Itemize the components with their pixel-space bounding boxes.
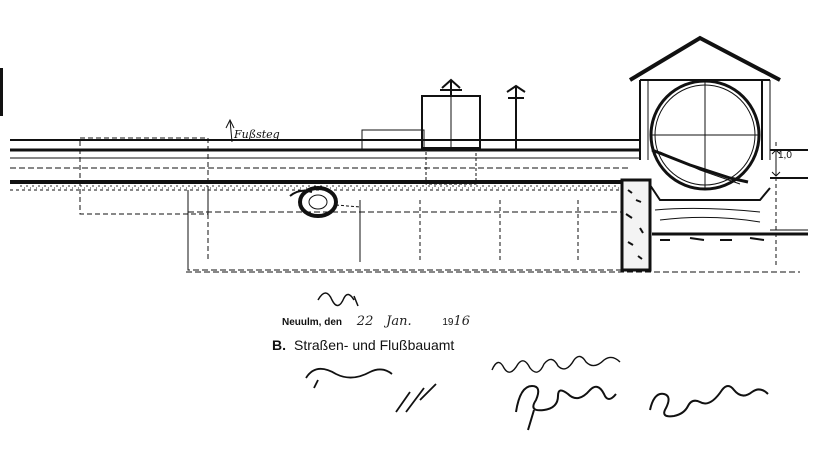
- tailwater-lines: [770, 142, 808, 268]
- ground-profile: [10, 139, 640, 191]
- left-foundation: [79, 137, 209, 268]
- signature-scribble-top: [317, 292, 359, 307]
- soil-hatching: [20, 185, 620, 189]
- signature-date-handwritten: [491, 355, 621, 373]
- stamp-day: 22: [356, 314, 374, 329]
- culvert-pipe: [289, 186, 361, 218]
- water-wheel: [649, 79, 761, 191]
- margin-mark: [0, 68, 3, 116]
- office-stamp: B. Straßen- und Flußbauamt: [272, 337, 454, 353]
- sluice-gate-house: [361, 78, 481, 185]
- stamp-year-prefix: 19: [442, 317, 454, 328]
- stamp-city: Neuulm, den: [282, 317, 343, 328]
- signature-main: [515, 384, 769, 431]
- lower-basin: [186, 200, 800, 273]
- weir-flow: [649, 148, 771, 223]
- stamp-year-suffix: 16: [453, 314, 471, 329]
- signature-scribble-left: [305, 368, 437, 413]
- annotation-arrow: [225, 118, 235, 143]
- stone-pillar: [620, 178, 808, 272]
- dimension-label: 1,0: [778, 150, 792, 161]
- office-letter: B.: [272, 337, 286, 353]
- crane-post: [506, 84, 526, 150]
- annotation-left-label: Fußsteg: [234, 128, 280, 141]
- office-name: Straßen- und Flußbauamt: [294, 337, 455, 353]
- date-stamp: Neuulm, den 22 Jan. 1916: [282, 314, 470, 329]
- stamp-month: Jan.: [386, 314, 412, 329]
